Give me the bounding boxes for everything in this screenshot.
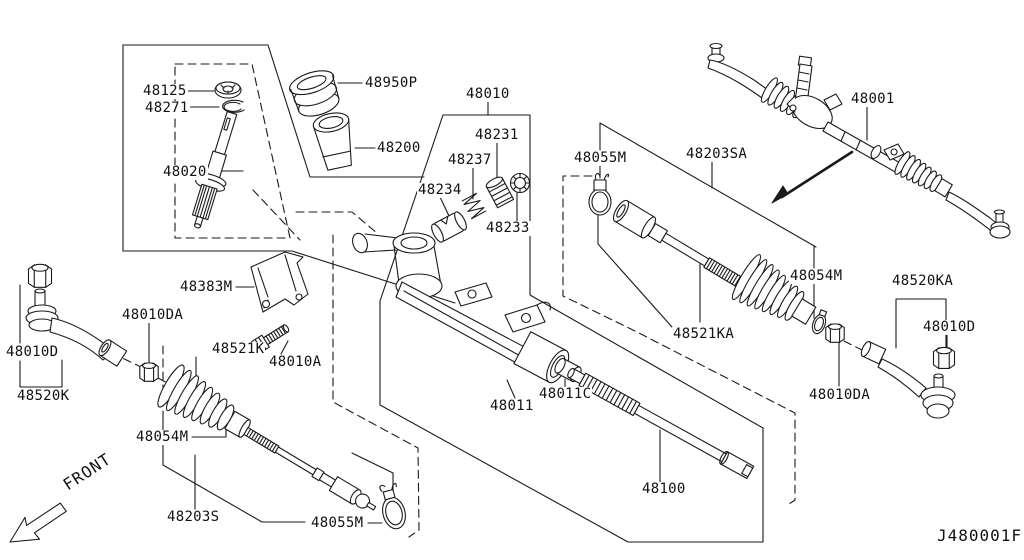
part-label-48950P[interactable]: 48950P: [364, 75, 419, 91]
drawing-48520k-tie-rod-end: [26, 289, 127, 366]
drawing-48010d-nut-right: [932, 346, 956, 370]
drawing-48010d-nut-left: [27, 263, 53, 288]
part-label-48054M-bottom[interactable]: 48054M: [135, 429, 190, 445]
part-label-48011[interactable]: 48011: [489, 398, 535, 414]
part-label-48231[interactable]: 48231: [474, 127, 520, 143]
part-label-48010D-right[interactable]: 48010D: [922, 319, 977, 335]
part-label-48011C[interactable]: 48011C: [538, 386, 593, 402]
group-box-48203sa: [600, 123, 816, 247]
drawing-48055m-clamp-right: [589, 173, 611, 215]
part-label-48010A[interactable]: 48010A: [268, 354, 323, 370]
part-label-48200[interactable]: 48200: [376, 140, 422, 156]
drawing-48233-ring: [511, 174, 530, 193]
drawing-48010da-nut-left: [139, 362, 159, 382]
part-label-48100[interactable]: 48100: [641, 481, 687, 497]
part-label-48010DA-right[interactable]: 48010DA: [808, 387, 872, 403]
part-label-48020[interactable]: 48020: [162, 164, 208, 180]
part-label-48383M[interactable]: 48383M: [179, 279, 234, 295]
part-label-48055M-right[interactable]: 48055M: [573, 150, 628, 166]
part-label-48010D-left[interactable]: 48010D: [5, 344, 60, 360]
direction-arrow-icon: [772, 152, 852, 203]
drawing-clamp-right-small: [810, 309, 829, 336]
drawing-48001-assembly: [708, 44, 1010, 239]
part-label-48520K[interactable]: 48520K: [16, 388, 71, 404]
part-label-48054M-right[interactable]: 48054M: [789, 268, 844, 284]
drawing-48237-spring: [462, 193, 486, 218]
part-label-48203S[interactable]: 48203S: [166, 509, 221, 525]
part-label-48521KA[interactable]: 48521KA: [672, 326, 736, 342]
part-label-48010DA-left[interactable]: 48010DA: [121, 307, 185, 323]
drawing-48054m-boot-right: [729, 252, 824, 338]
part-label-48234[interactable]: 48234: [417, 182, 463, 198]
drawing-48234-retainer: [429, 210, 468, 244]
drawing-48950p-cover: [287, 66, 344, 121]
group-box-48010: [380, 101, 763, 542]
drawing-48200-hole-cover: [312, 110, 359, 171]
part-label-48521K[interactable]: 48521K: [211, 341, 266, 357]
drawing-code: J480001F: [937, 526, 1023, 545]
part-label-48233[interactable]: 48233: [485, 220, 531, 236]
drawing-48271-snap-ring: [223, 100, 244, 112]
drawing-48383m-bracket: [251, 252, 308, 312]
drawing-48521k-inner-socket: [242, 424, 379, 515]
drawing-48055m-clamp-bottom: [376, 481, 409, 531]
part-label-48055M-bottom[interactable]: 48055M: [310, 515, 365, 531]
part-label-48010[interactable]: 48010: [465, 86, 511, 102]
drawing-48020-pinion-shaft: [183, 109, 247, 233]
part-label-48125[interactable]: 48125: [142, 83, 188, 99]
drawing-48520ka-tie-rod-end: [859, 340, 955, 418]
drawing-48125-cap: [215, 82, 241, 98]
part-label-48237[interactable]: 48237: [447, 152, 493, 168]
drawing-48231-spring-cap: [485, 175, 514, 208]
part-label-48520KA[interactable]: 48520KA: [891, 273, 955, 289]
part-label-48271[interactable]: 48271: [144, 100, 190, 116]
part-label-48203SA[interactable]: 48203SA: [685, 146, 749, 162]
drawing-48011-gear-housing: [350, 231, 573, 386]
part-label-48001[interactable]: 48001: [850, 91, 896, 107]
drawing-48010da-nut-right: [825, 323, 845, 343]
front-arrow-icon: [3, 500, 72, 551]
drawing-48100-rack: [565, 366, 753, 479]
